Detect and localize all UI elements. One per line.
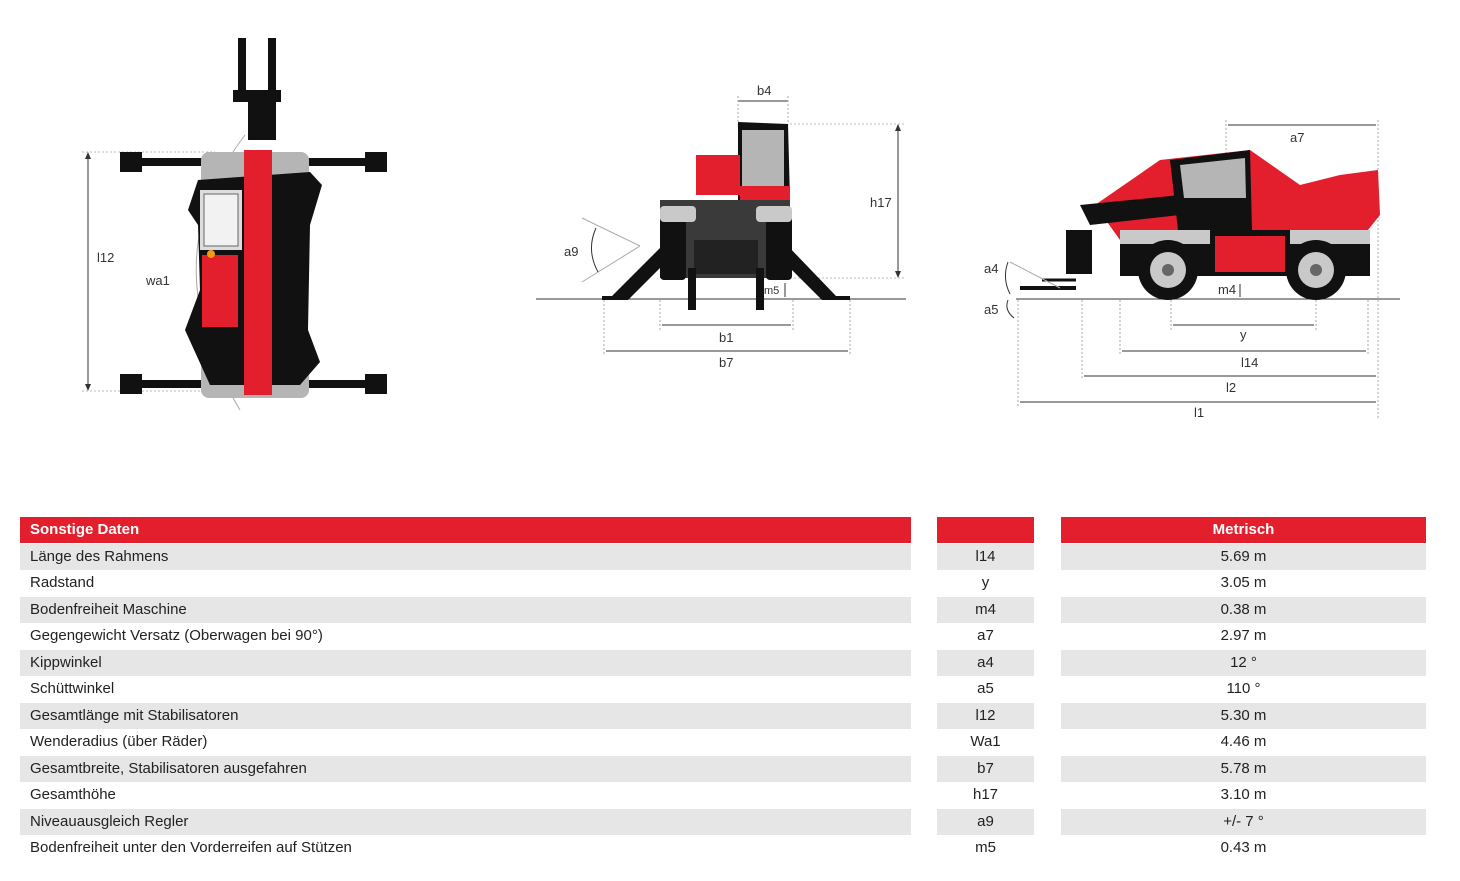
row-symbol: m5 (975, 839, 996, 856)
row-symbol: b7 (937, 755, 1034, 782)
row-label: Gesamtbreite, Stabilisatoren ausgefahren (20, 755, 911, 782)
row-symbol: h17 (972, 786, 999, 803)
l14-label: l14 (1241, 355, 1258, 370)
b4-label: b4 (757, 83, 771, 98)
row-value: 0.38 m (1061, 596, 1426, 623)
row-symbol: a9 (937, 808, 1034, 835)
a7-label: a7 (1290, 130, 1304, 145)
table-row: Länge des Rahmens l14 5.69 m (20, 543, 1426, 571)
row-value: 4.46 m (1220, 733, 1267, 750)
a5-label: a5 (984, 302, 998, 317)
top-view-diagram: l12 wa1 (82, 38, 387, 411)
row-label: Kippwinkel (20, 649, 911, 676)
row-symbol: y (981, 574, 990, 591)
table-row: Gesamtlänge mit Stabilisatoren l12 5.30 m (20, 702, 1426, 730)
row-value: +/- 7 ° (1061, 808, 1426, 835)
table-row: Kippwinkel a4 12 ° (20, 649, 1426, 677)
row-symbol: l14 (937, 543, 1034, 570)
row-value: 5.69 m (1061, 543, 1426, 570)
dimension-drawing: l12 wa1 b4 (82, 38, 1400, 420)
y-label: y (1240, 327, 1247, 342)
row-label: Gesamtlänge mit Stabilisatoren (20, 702, 911, 729)
table-row: Gesamtbreite, Stabilisatoren ausgefahren… (20, 755, 1426, 783)
l12-label: l12 (97, 250, 114, 265)
row-value: 3.05 m (1220, 574, 1267, 591)
b1-label: b1 (719, 330, 733, 345)
row-value: 5.78 m (1061, 755, 1426, 782)
side-view-diagram: a7 a4 a5 m4 y l (984, 120, 1400, 420)
table-row: Gegengewicht Versatz (Oberwagen bei 90°)… (20, 623, 1426, 650)
header-label: Sonstige Daten (20, 517, 911, 543)
dimension-diagrams: l12 wa1 b4 (0, 0, 1460, 430)
table-row: Bodenfreiheit Maschine m4 0.38 m (20, 596, 1426, 624)
row-symbol: Wa1 (970, 733, 1001, 750)
row-value: 110 ° (1226, 680, 1261, 697)
row-symbol: a7 (977, 627, 994, 644)
h17-label: h17 (870, 195, 892, 210)
m5-label: m5 (764, 285, 779, 297)
row-label: Schüttwinkel (30, 680, 115, 697)
row-label: Niveauausgleich Regler (20, 808, 911, 835)
specs-table: Sonstige Daten Metrisch Länge des Rahmen… (20, 517, 1426, 862)
row-label: Bodenfreiheit unter den Vorderreifen auf… (30, 839, 352, 856)
row-symbol: a5 (977, 680, 994, 697)
row-label: Länge des Rahmens (20, 543, 911, 570)
row-value: 2.97 m (1220, 627, 1267, 644)
table-row: Bodenfreiheit unter den Vorderreifen auf… (20, 835, 1426, 862)
row-symbol: m4 (937, 596, 1034, 623)
row-value: 12 ° (1061, 649, 1426, 676)
row-label: Radstand (30, 574, 95, 591)
header-symbol (937, 517, 1034, 543)
table-body: Länge des Rahmens l14 5.69 m Radstand y 3.05 … (20, 543, 1426, 862)
l2-label: l2 (1226, 380, 1236, 395)
row-label: Bodenfreiheit Maschine (20, 596, 911, 623)
row-symbol: l12 (937, 702, 1034, 729)
row-value: 5.30 m (1061, 702, 1426, 729)
a9-label: a9 (564, 244, 578, 259)
row-symbol: a4 (937, 649, 1034, 676)
table-header-row: Sonstige Daten Metrisch (20, 517, 1426, 544)
table-row: Niveauausgleich Regler a9 +/- 7 ° (20, 808, 1426, 836)
table-row: Schüttwinkel a5 110 ° (20, 676, 1426, 703)
front-view-diagram: b4 h17 a9 m5 b1 (536, 83, 906, 370)
row-label: Gegengewicht Versatz (Oberwagen bei 90°) (30, 627, 323, 644)
table-row: Radstand y 3.05 m (20, 570, 1426, 597)
header-value: Metrisch (1061, 517, 1426, 543)
a4-label: a4 (984, 261, 998, 276)
l1-label: l1 (1194, 405, 1204, 420)
m4-label: m4 (1218, 282, 1236, 297)
row-label: Gesamthöhe (30, 786, 116, 803)
b7-label: b7 (719, 355, 733, 370)
wa1-label: wa1 (145, 273, 170, 288)
row-value: 0.43 m (1220, 839, 1267, 856)
table-row: Wenderadius (über Räder) Wa1 4.46 m (20, 729, 1426, 756)
table-row: Gesamthöhe h17 3.10 m (20, 782, 1426, 809)
row-value: 3.10 m (1220, 786, 1267, 803)
row-label: Wenderadius (über Räder) (30, 733, 208, 750)
